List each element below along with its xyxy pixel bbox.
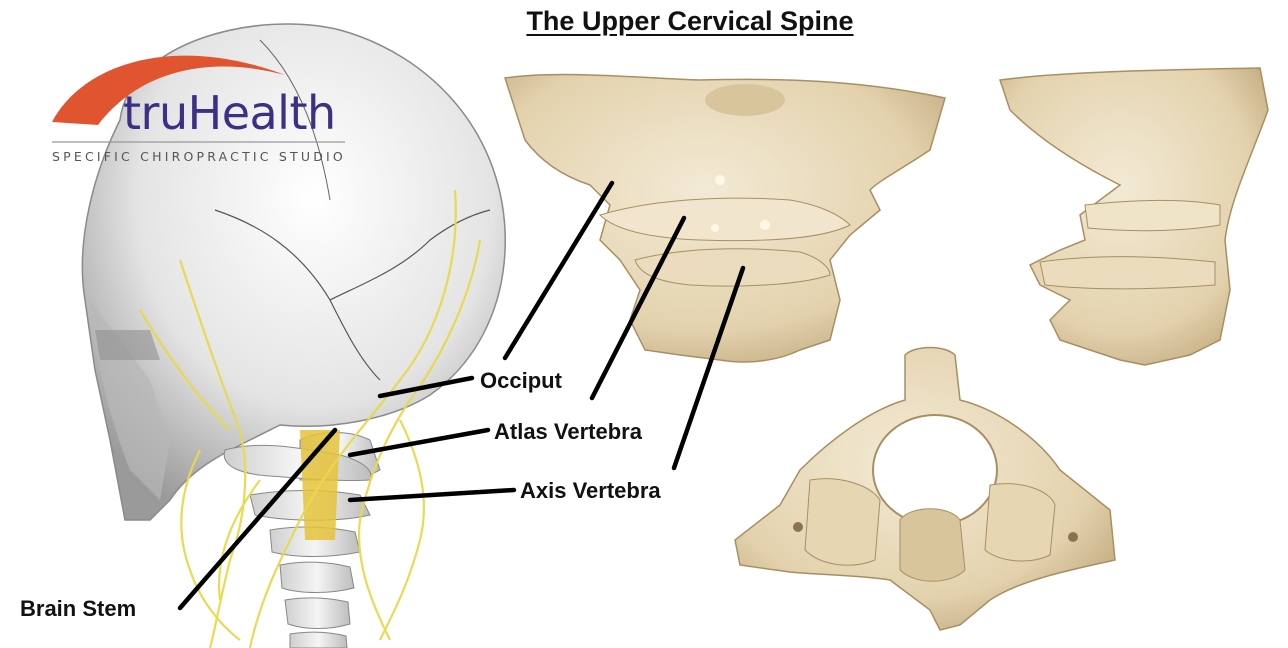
leader-occiput-spine	[505, 183, 612, 358]
atlas-superior-bone	[735, 348, 1115, 631]
logo-tagline-text: SPECIFIC CHIROPRACTIC STUDIO	[52, 149, 346, 164]
label-axis-vertebra: Axis Vertebra	[520, 478, 661, 504]
label-atlas-vertebra: Atlas Vertebra	[494, 419, 642, 445]
logo-brand-text: truHealth	[123, 86, 336, 140]
neck-spine-illustration	[224, 430, 380, 648]
page-title: The Upper Cervical Spine	[0, 6, 1288, 37]
leader-axis-skull	[350, 490, 514, 500]
label-occiput: Occiput	[480, 368, 562, 394]
label-brain-stem: Brain Stem	[20, 596, 136, 622]
lateral-spine-bone	[1000, 68, 1268, 365]
